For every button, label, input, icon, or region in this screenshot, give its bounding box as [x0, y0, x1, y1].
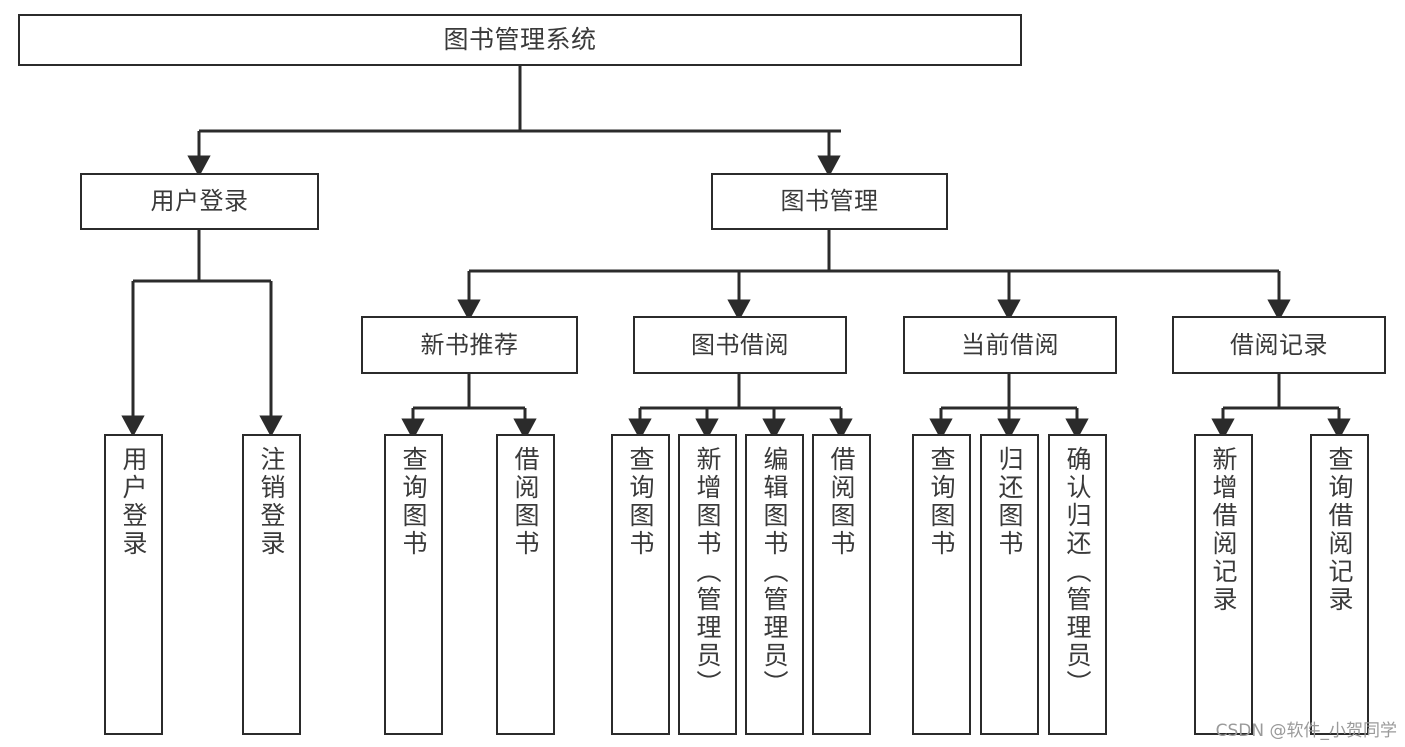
node-label: 查询图书	[626, 446, 655, 558]
node-label: 图书管理	[780, 187, 879, 216]
node-leaf-add-book-admin[interactable]: 新增图书（管理员）	[678, 434, 737, 735]
node-label: 编辑图书（管理员）	[760, 446, 789, 698]
node-label: 查询借阅记录	[1325, 446, 1354, 614]
node-label: 借阅图书	[511, 446, 540, 558]
node-label: 图书借阅	[691, 330, 789, 359]
node-book-borrowing[interactable]: 图书借阅	[633, 316, 847, 374]
node-leaf-logout[interactable]: 注销登录	[242, 434, 301, 735]
node-label: 图书管理系统	[443, 25, 597, 54]
node-label: 借阅图书	[827, 446, 856, 558]
node-leaf-query-borrow-record[interactable]: 查询借阅记录	[1310, 434, 1369, 735]
node-borrowing-record[interactable]: 借阅记录	[1172, 316, 1386, 374]
node-label: 确认归还（管理员）	[1063, 446, 1092, 698]
node-leaf-user-login[interactable]: 用户登录	[104, 434, 163, 735]
node-label: 用户登录	[119, 446, 148, 558]
node-leaf-confirm-return-admin[interactable]: 确认归还（管理员）	[1048, 434, 1107, 735]
node-leaf-edit-book-admin[interactable]: 编辑图书（管理员）	[745, 434, 804, 735]
node-leaf-borrow-book-recommend[interactable]: 借阅图书	[496, 434, 555, 735]
node-leaf-query-book-current[interactable]: 查询图书	[912, 434, 971, 735]
csdn-watermark: CSDN @软件_小贺同学	[1215, 721, 1397, 741]
node-label: 当前借阅	[961, 330, 1059, 359]
node-label: 新增借阅记录	[1209, 446, 1238, 614]
node-label: 查询图书	[927, 446, 956, 558]
node-leaf-query-book-recommend[interactable]: 查询图书	[384, 434, 443, 735]
node-root-book-management-system[interactable]: 图书管理系统	[18, 14, 1022, 66]
node-new-book-recommendation[interactable]: 新书推荐	[361, 316, 578, 374]
node-leaf-borrow-book[interactable]: 借阅图书	[812, 434, 871, 735]
node-label: 归还图书	[995, 446, 1024, 558]
node-leaf-query-book-borrow[interactable]: 查询图书	[611, 434, 670, 735]
node-book-management[interactable]: 图书管理	[711, 173, 948, 230]
node-label: 用户登录	[150, 187, 249, 216]
node-label: 借阅记录	[1230, 330, 1328, 359]
node-label: 新书推荐	[420, 330, 519, 359]
node-label: 注销登录	[257, 446, 286, 558]
node-leaf-add-borrow-record[interactable]: 新增借阅记录	[1194, 434, 1253, 735]
node-user-login[interactable]: 用户登录	[80, 173, 319, 230]
node-leaf-return-book[interactable]: 归还图书	[980, 434, 1039, 735]
node-label: 查询图书	[399, 446, 428, 558]
node-label: 新增图书（管理员）	[693, 446, 722, 698]
node-current-borrowing[interactable]: 当前借阅	[903, 316, 1117, 374]
